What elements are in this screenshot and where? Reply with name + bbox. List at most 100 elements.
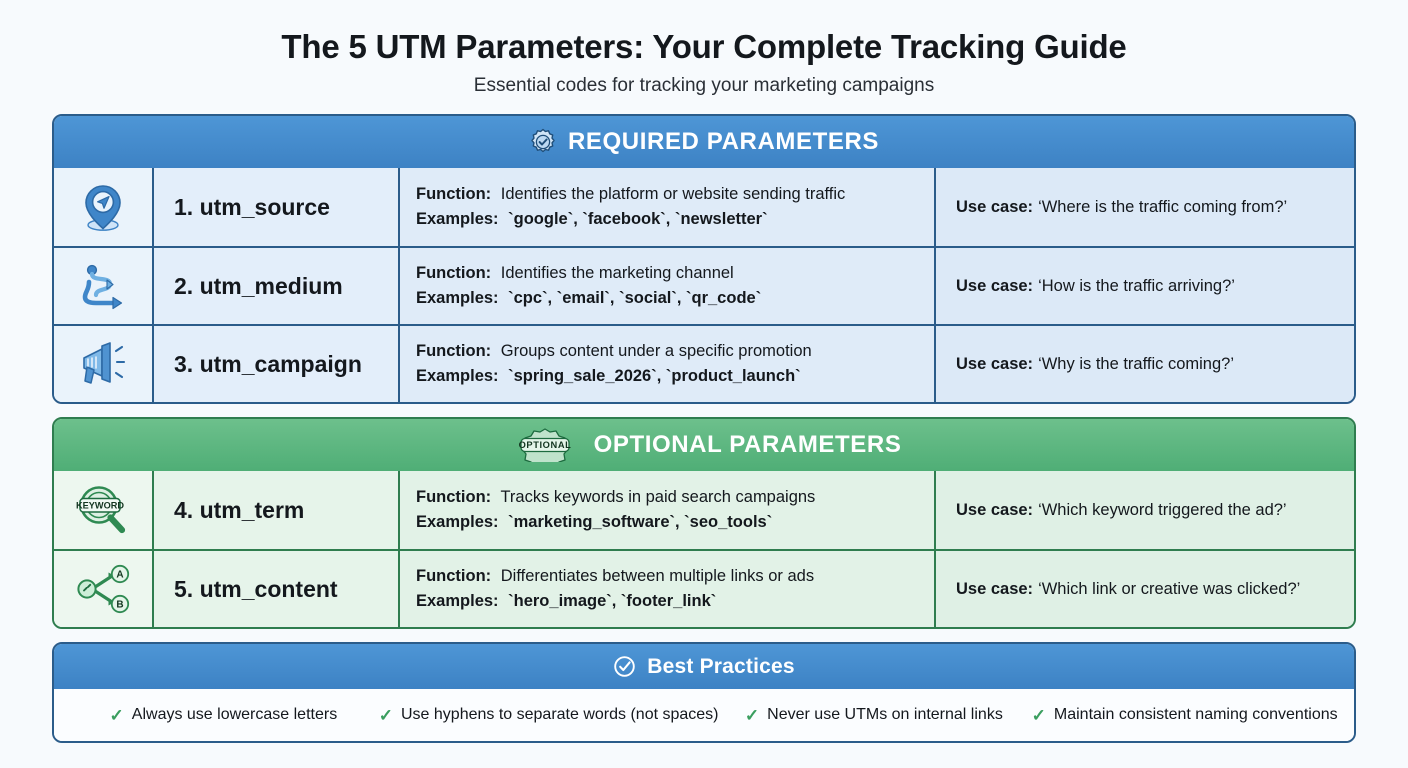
use-case-text: ‘How is the traffic arriving?’ bbox=[1038, 276, 1235, 295]
use-case-label: Use case: bbox=[956, 500, 1034, 519]
list-item: ✓ Use hyphens to separate words (not spa… bbox=[379, 706, 719, 724]
examples-values: `cpc`, `email`, `social`, `qr_code` bbox=[508, 289, 762, 307]
list-item: ✓ Never use UTMs on internal links bbox=[719, 706, 1030, 724]
function-text: Identifies the platform or website sendi… bbox=[500, 184, 846, 203]
parameter-description: Function: Groups content under a specifi… bbox=[400, 326, 936, 402]
examples-values: `google`, `facebook`, `newsletter` bbox=[508, 210, 768, 228]
parameter-description: Function: Tracks keywords in paid search… bbox=[400, 471, 936, 549]
use-case-text: ‘Where is the traffic coming from?’ bbox=[1038, 197, 1288, 216]
keyword-magnifier-icon: KEYWORD bbox=[72, 483, 134, 537]
row-icon-cell bbox=[54, 326, 154, 402]
use-case-label: Use case: bbox=[956, 197, 1034, 216]
function-label: Function: bbox=[416, 341, 492, 360]
row-icon-cell bbox=[54, 168, 154, 246]
examples-label: Examples: bbox=[416, 592, 499, 610]
page-title: The 5 UTM Parameters: Your Complete Trac… bbox=[281, 28, 1127, 65]
examples-label: Examples: bbox=[416, 513, 499, 531]
use-case-label: Use case: bbox=[956, 579, 1034, 598]
examples-line: Examples: `hero_image`, `footer_link` bbox=[416, 591, 918, 612]
best-practices-band: Best Practices bbox=[54, 644, 1354, 689]
parameter-description: Function: Identifies the platform or web… bbox=[400, 168, 936, 246]
best-practices-list: ✓ Always use lowercase letters ✓ Use hyp… bbox=[54, 689, 1354, 741]
row-icon-cell: KEYWORD bbox=[54, 471, 154, 549]
function-label: Function: bbox=[416, 184, 492, 203]
optional-parameters-label: OPTIONAL PARAMETERS bbox=[593, 431, 902, 458]
required-parameters-card: REQUIRED PARAMETERS 1. utm_source Functi… bbox=[52, 114, 1356, 404]
table-row: 3. utm_campaign Function: Groups content… bbox=[54, 324, 1354, 402]
function-text: Groups content under a specific promotio… bbox=[500, 341, 812, 360]
required-parameters-label: REQUIRED PARAMETERS bbox=[568, 128, 879, 155]
use-case-text: ‘Why is the traffic coming?’ bbox=[1038, 354, 1234, 373]
row-icon-cell bbox=[54, 248, 154, 324]
check-icon: ✓ bbox=[378, 705, 393, 725]
examples-line: Examples: `cpc`, `email`, `social`, `qr_… bbox=[416, 288, 918, 309]
parameter-description: Function: Identifies the marketing chann… bbox=[400, 248, 936, 324]
practice-text: Never use UTMs on internal links bbox=[767, 706, 1003, 723]
parameter-name: 5. utm_content bbox=[154, 551, 400, 627]
parameter-description: Function: Differentiates between multipl… bbox=[400, 551, 936, 627]
use-case-text: ‘Which keyword triggered the ad?’ bbox=[1038, 500, 1287, 519]
optional-badge-icon: OPTIONAL bbox=[507, 428, 583, 462]
function-label: Function: bbox=[416, 566, 492, 585]
examples-line: Examples: `google`, `facebook`, `newslet… bbox=[416, 209, 918, 230]
examples-label: Examples: bbox=[416, 367, 499, 385]
function-line: Function: Differentiates between multipl… bbox=[416, 566, 918, 587]
table-row: KEYWORD 4. utm_term Function: Tracks key… bbox=[54, 471, 1354, 549]
use-case-label: Use case: bbox=[956, 276, 1034, 295]
examples-values: `hero_image`, `footer_link` bbox=[508, 592, 717, 610]
table-row: 2. utm_medium Function: Identifies the m… bbox=[54, 246, 1354, 324]
check-circle-icon bbox=[613, 655, 636, 678]
practice-text: Always use lowercase letters bbox=[131, 706, 338, 723]
parameter-name: 4. utm_term bbox=[154, 471, 400, 549]
function-text: Identifies the marketing channel bbox=[500, 263, 734, 282]
winding-route-arrow-icon bbox=[76, 260, 130, 312]
use-case-cell: Use case: ‘How is the traffic arriving?’ bbox=[936, 248, 1354, 324]
check-icon: ✓ bbox=[744, 705, 760, 725]
optional-parameters-band: OPTIONAL OPTIONAL PARAMETERS bbox=[54, 419, 1354, 471]
ab-split-link-icon: A B bbox=[72, 563, 134, 615]
function-line: Function: Identifies the marketing chann… bbox=[416, 263, 918, 284]
svg-text:KEYWORD: KEYWORD bbox=[76, 500, 124, 510]
optional-parameters-card: OPTIONAL OPTIONAL PARAMETERS KEYWORD 4 bbox=[52, 417, 1356, 629]
practice-text: Maintain consistent naming conventions bbox=[1053, 706, 1338, 723]
list-item: ✓ Maintain consistent naming conventions bbox=[1029, 706, 1340, 724]
function-label: Function: bbox=[416, 263, 492, 282]
examples-line: Examples: `spring_sale_2026`, `product_l… bbox=[416, 366, 918, 387]
location-pin-icon bbox=[77, 180, 129, 234]
practice-text: Use hyphens to separate words (not space… bbox=[401, 706, 719, 723]
svg-text:OPTIONAL: OPTIONAL bbox=[518, 440, 571, 450]
examples-values: `spring_sale_2026`, `product_launch` bbox=[508, 367, 801, 385]
best-practices-card: Best Practices ✓ Always use lowercase le… bbox=[52, 642, 1356, 743]
check-icon: ✓ bbox=[109, 705, 124, 725]
use-case-cell: Use case: ‘Why is the traffic coming?’ bbox=[936, 326, 1354, 402]
function-text: Differentiates between multiple links or… bbox=[500, 566, 815, 585]
parameter-name: 2. utm_medium bbox=[154, 248, 400, 324]
use-case-cell: Use case: ‘Which link or creative was cl… bbox=[936, 551, 1354, 627]
check-icon: ✓ bbox=[1031, 705, 1046, 725]
best-practices-label: Best Practices bbox=[647, 654, 795, 678]
verified-badge-icon bbox=[529, 128, 557, 156]
use-case-text: ‘Which link or creative was clicked?’ bbox=[1038, 579, 1301, 598]
examples-label: Examples: bbox=[416, 289, 499, 307]
table-row: A B 5. utm_content Function: Differentia… bbox=[54, 549, 1354, 627]
use-case-label: Use case: bbox=[956, 354, 1034, 373]
required-parameters-band: REQUIRED PARAMETERS bbox=[54, 116, 1354, 168]
parameter-name: 3. utm_campaign bbox=[154, 326, 400, 402]
svg-text:A: A bbox=[116, 570, 123, 581]
page-subtitle: Essential codes for tracking your market… bbox=[473, 75, 935, 97]
function-line: Function: Identifies the platform or web… bbox=[416, 184, 918, 205]
table-row: 1. utm_source Function: Identifies the p… bbox=[54, 168, 1354, 246]
row-icon-cell: A B bbox=[54, 551, 154, 627]
list-item: ✓ Always use lowercase letters bbox=[68, 706, 379, 724]
examples-values: `marketing_software`, `seo_tools` bbox=[508, 513, 773, 531]
parameter-name: 1. utm_source bbox=[154, 168, 400, 246]
use-case-cell: Use case: ‘Which keyword triggered the a… bbox=[936, 471, 1354, 549]
use-case-cell: Use case: ‘Where is the traffic coming f… bbox=[936, 168, 1354, 246]
svg-text:B: B bbox=[116, 600, 123, 611]
megaphone-icon bbox=[75, 338, 131, 390]
examples-label: Examples: bbox=[416, 210, 499, 228]
examples-line: Examples: `marketing_software`, `seo_too… bbox=[416, 512, 918, 533]
function-line: Function: Groups content under a specifi… bbox=[416, 341, 918, 362]
function-label: Function: bbox=[416, 487, 492, 506]
